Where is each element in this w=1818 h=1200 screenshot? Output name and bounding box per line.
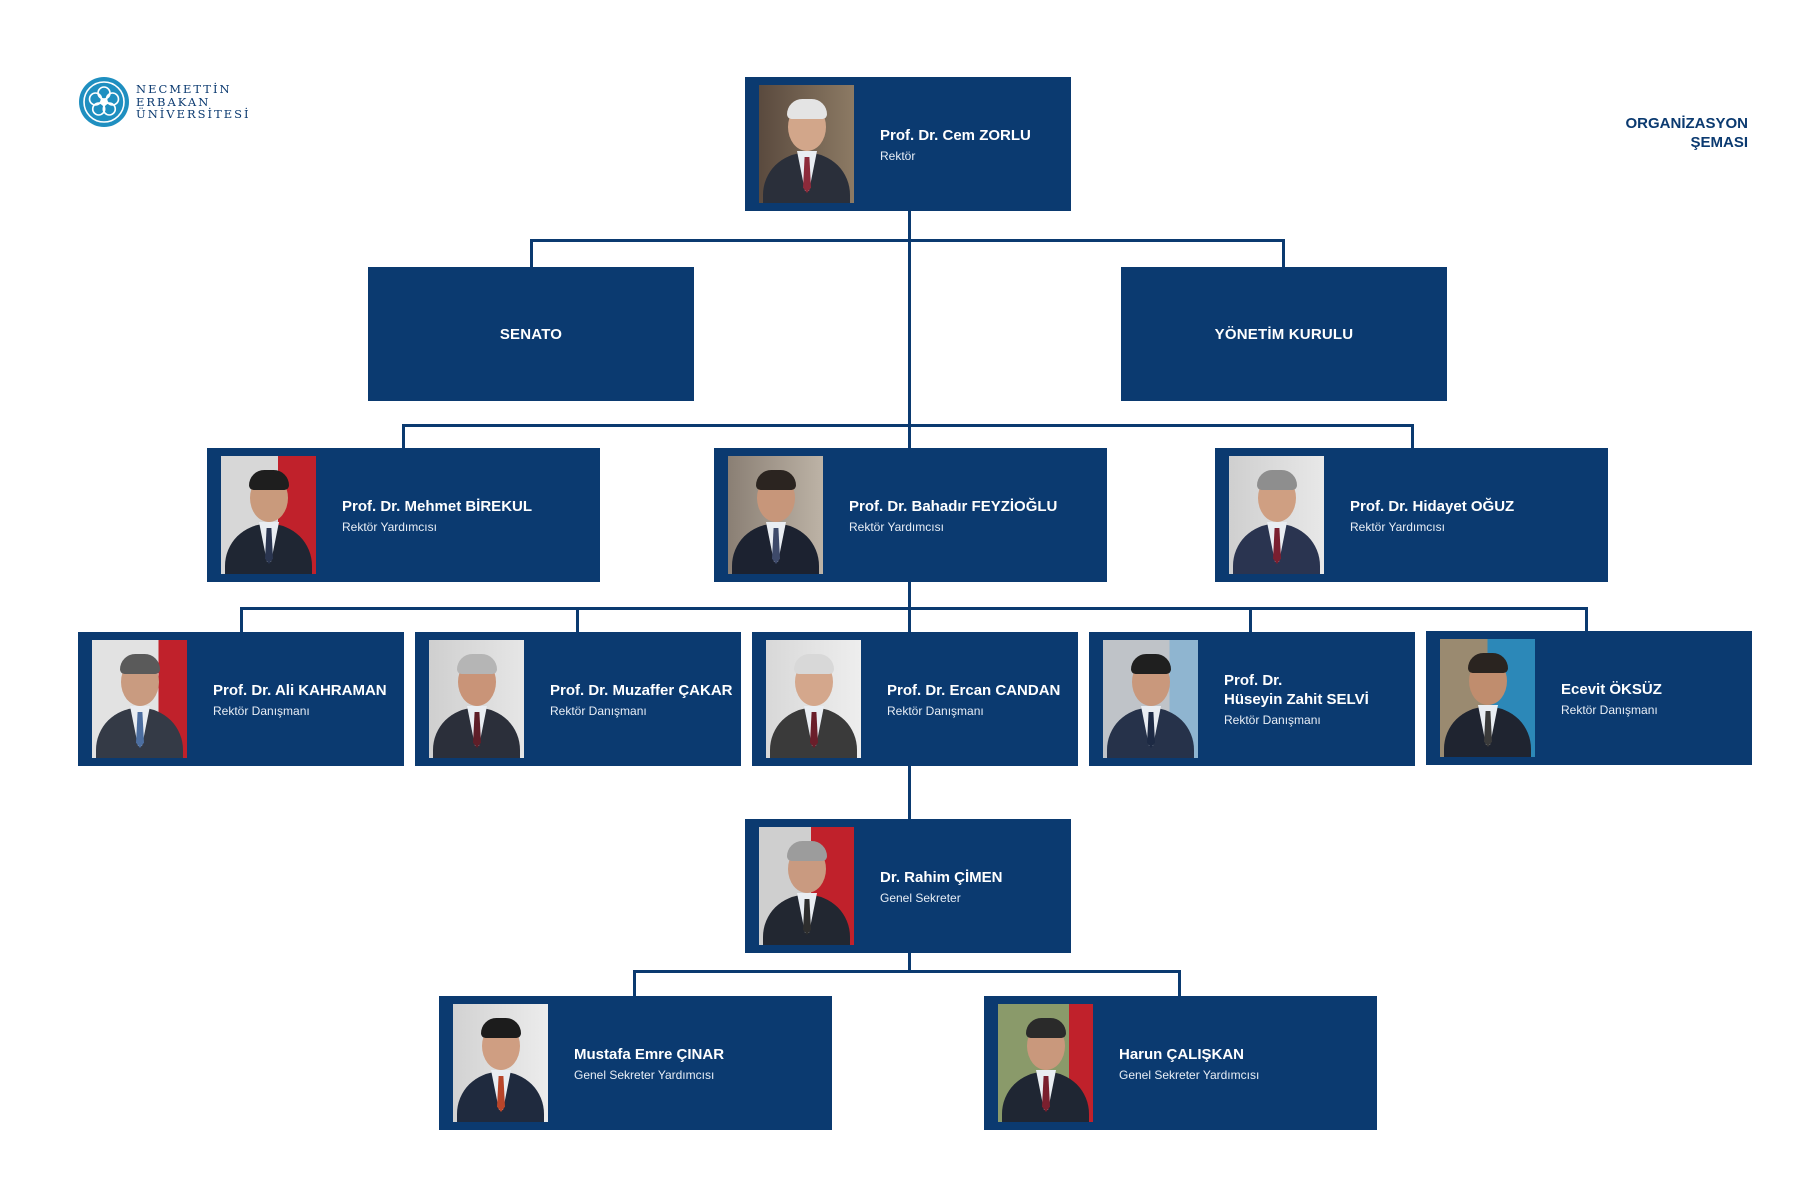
- advisor-name-line-2: Hüseyin Zahit SELVİ: [1224, 691, 1369, 708]
- page-title-line-1: ORGANİZASYON: [1625, 115, 1748, 132]
- logo-line-1: NECMETTİN: [136, 82, 232, 97]
- logo-line-3: ÜNİVERSİTESİ: [136, 107, 251, 122]
- advisor-card[interactable]: Prof. Dr. Hüseyin Zahit SELVİ Rektör Dan…: [1089, 632, 1415, 766]
- vice-rector-name: Prof. Dr. Hidayet OĞUZ: [1350, 497, 1515, 515]
- connector-vice-h: [402, 424, 1414, 427]
- rector-role: Rektör: [880, 148, 916, 163]
- vice-rector-photo: [221, 456, 316, 574]
- advisor-photo: [429, 640, 524, 758]
- connector-advisor-1-drop: [240, 607, 243, 633]
- connector-advisor-5-drop: [1585, 607, 1588, 632]
- executive-board-label: YÖNETİM KURULU: [1214, 325, 1354, 343]
- secretary-general-card[interactable]: Dr. Rahim ÇİMEN Genel Sekreter: [745, 819, 1071, 953]
- vice-rector-card[interactable]: Prof. Dr. Bahadır FEYZİOĞLU Rektör Yardı…: [714, 448, 1107, 582]
- executive-board-box[interactable]: YÖNETİM KURULU: [1121, 267, 1447, 401]
- vice-rector-name: Prof. Dr. Mehmet BİREKUL: [342, 497, 533, 515]
- advisor-role: Rektör Danışmanı: [213, 703, 310, 718]
- connector-senate-drop: [530, 239, 533, 267]
- connector-vice-right-drop: [1411, 424, 1414, 448]
- advisor-name: Ecevit ÖKSÜZ: [1561, 680, 1662, 698]
- rector-photo: [759, 85, 854, 203]
- university-name: NECMETTİN ERBAKAN ÜNİVERSİTESİ: [136, 83, 251, 121]
- secretary-general-photo: [759, 827, 854, 945]
- advisor-role: Rektör Danışmanı: [1561, 702, 1658, 717]
- vice-rector-card[interactable]: Prof. Dr. Mehmet BİREKUL Rektör Yardımcı…: [207, 448, 600, 582]
- advisor-name: Prof. Dr. Ercan CANDAN: [887, 681, 1061, 699]
- deputy-secretary-photo: [998, 1004, 1093, 1122]
- advisor-photo: [1103, 640, 1198, 758]
- deputy-secretary-role: Genel Sekreter Yardımcısı: [1119, 1067, 1260, 1082]
- connector-deputy-h: [633, 970, 1181, 973]
- advisor-role: Rektör Danışmanı: [887, 703, 984, 718]
- page-title: ORGANİZASYON ŞEMASI: [1528, 114, 1748, 152]
- advisor-photo: [92, 640, 187, 758]
- advisor-card[interactable]: Ecevit ÖKSÜZ Rektör Danışmanı: [1426, 631, 1752, 765]
- deputy-secretary-card[interactable]: Mustafa Emre ÇINAR Genel Sekreter Yardım…: [439, 996, 832, 1130]
- advisor-name: Prof. Dr. Ali KAHRAMAN: [213, 681, 387, 699]
- connector-deputy-right-drop: [1178, 970, 1181, 996]
- deputy-secretary-name: Harun ÇALIŞKAN: [1119, 1045, 1245, 1063]
- advisor-role: Rektör Danışmanı: [1224, 713, 1321, 727]
- deputy-secretary-photo: [453, 1004, 548, 1122]
- university-rosette-icon: [79, 77, 129, 127]
- senate-label: SENATO: [499, 325, 563, 343]
- connector-boards-h: [530, 239, 1285, 242]
- connector-deputy-left-drop: [633, 970, 636, 996]
- senate-box[interactable]: SENATO: [368, 267, 694, 401]
- advisor-name-line-1: Prof. Dr.: [1224, 672, 1283, 689]
- advisor-role: Rektör Danışmanı: [550, 703, 647, 718]
- advisor-photo: [1440, 639, 1535, 757]
- connector-advisor-4-drop: [1249, 607, 1252, 633]
- university-logo: NECMETTİN ERBAKAN ÜNİVERSİTESİ: [78, 76, 251, 128]
- vice-rector-card[interactable]: Prof. Dr. Hidayet OĞUZ Rektör Yardımcısı: [1215, 448, 1608, 582]
- vice-rector-photo: [1229, 456, 1324, 574]
- advisor-card[interactable]: Prof. Dr. Muzaffer ÇAKAR Rektör Danışman…: [415, 632, 741, 766]
- connector-executive-drop: [1282, 239, 1285, 267]
- advisor-photo: [766, 640, 861, 758]
- advisor-card[interactable]: Prof. Dr. Ercan CANDAN Rektör Danışmanı: [752, 632, 1078, 766]
- connector-advisors-h: [240, 607, 1588, 610]
- connector-main-trunk: [908, 210, 911, 633]
- connector-vice-left-drop: [402, 424, 405, 448]
- advisor-name: Prof. Dr. Muzaffer ÇAKAR: [550, 681, 733, 699]
- vice-rector-role: Rektör Yardımcısı: [1350, 519, 1445, 534]
- logo-line-2: ERBAKAN: [136, 94, 211, 109]
- vice-rector-photo: [728, 456, 823, 574]
- deputy-secretary-role: Genel Sekreter Yardımcısı: [574, 1067, 715, 1082]
- deputy-secretary-name: Mustafa Emre ÇINAR: [574, 1045, 725, 1063]
- secretary-general-name: Dr. Rahim ÇİMEN: [880, 868, 1003, 886]
- vice-rector-role: Rektör Yardımcısı: [342, 519, 437, 534]
- connector-deputy-v: [908, 952, 911, 972]
- vice-rector-role: Rektör Yardımcısı: [849, 519, 944, 534]
- secretary-general-role: Genel Sekreter: [880, 890, 961, 905]
- rector-card[interactable]: Prof. Dr. Cem ZORLU Rektör: [745, 77, 1071, 211]
- advisor-name: Prof. Dr. Hüseyin Zahit SELVİ: [1224, 671, 1407, 709]
- vice-rector-name: Prof. Dr. Bahadır FEYZİOĞLU: [849, 497, 1058, 515]
- connector-advisor-2-drop: [576, 607, 579, 633]
- advisor-card[interactable]: Prof. Dr. Ali KAHRAMAN Rektör Danışmanı: [78, 632, 404, 766]
- page-title-line-2: ŞEMASI: [1690, 134, 1748, 151]
- rector-name: Prof. Dr. Cem ZORLU: [880, 126, 1031, 144]
- connector-secretary-v: [908, 765, 911, 820]
- deputy-secretary-card[interactable]: Harun ÇALIŞKAN Genel Sekreter Yardımcısı: [984, 996, 1377, 1130]
